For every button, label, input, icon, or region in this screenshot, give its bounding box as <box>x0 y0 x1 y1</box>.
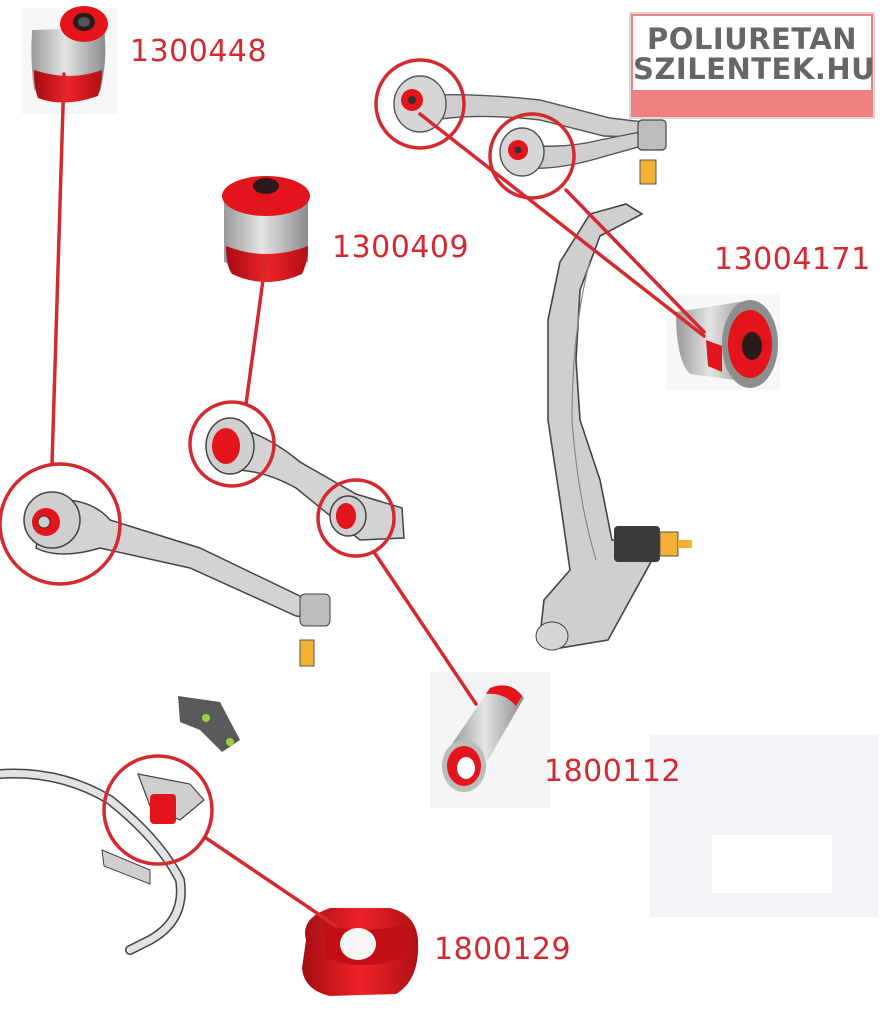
bushing-1800129 <box>302 908 419 996</box>
bushing-1800112 <box>430 672 550 808</box>
upper-arm-assembly <box>393 75 667 185</box>
callout-circle-1800129 <box>102 754 214 866</box>
part-label-13004171: 13004171 <box>714 242 871 277</box>
callout-circle-1300409 <box>188 400 276 488</box>
part-label-1800112: 1800112 <box>544 754 682 789</box>
site-logo: POLIURETAN SZILENTEK.HU <box>629 12 875 119</box>
callout-circles <box>0 58 576 866</box>
connector-lines <box>50 72 706 928</box>
bushing-1300448 <box>22 6 118 114</box>
connector-1300448 <box>50 72 66 466</box>
connector-1800129 <box>204 836 338 928</box>
part-label-1300409: 1300409 <box>332 230 470 265</box>
connector-13004171-b <box>564 188 706 334</box>
bushing-13004171 <box>666 294 780 390</box>
callout-circle-13004171-a <box>374 58 466 150</box>
bushing-1300409 <box>222 176 310 282</box>
connector-1300409 <box>244 256 268 406</box>
sway-bar-bracket <box>178 696 240 752</box>
part-label-1800129: 1800129 <box>434 932 572 967</box>
logo-line-1: POLIURETAN <box>646 22 858 56</box>
part-label-1300448: 1300448 <box>130 34 268 69</box>
sway-bar <box>0 768 205 955</box>
logo-line-2: SZILENTEK.HU <box>633 52 876 86</box>
callout-circle-1800112 <box>316 478 396 558</box>
middle-control-arm <box>205 417 405 541</box>
background-panel <box>650 735 878 917</box>
lower-control-arm <box>23 491 331 667</box>
logo-text-box: POLIURETAN SZILENTEK.HU <box>633 16 876 90</box>
connector-13004171-a <box>418 112 706 338</box>
connector-1800112 <box>372 550 478 706</box>
callout-circle-13004171-b <box>488 112 576 200</box>
steering-knuckle <box>535 203 692 651</box>
callout-circle-1300448 <box>0 462 122 586</box>
